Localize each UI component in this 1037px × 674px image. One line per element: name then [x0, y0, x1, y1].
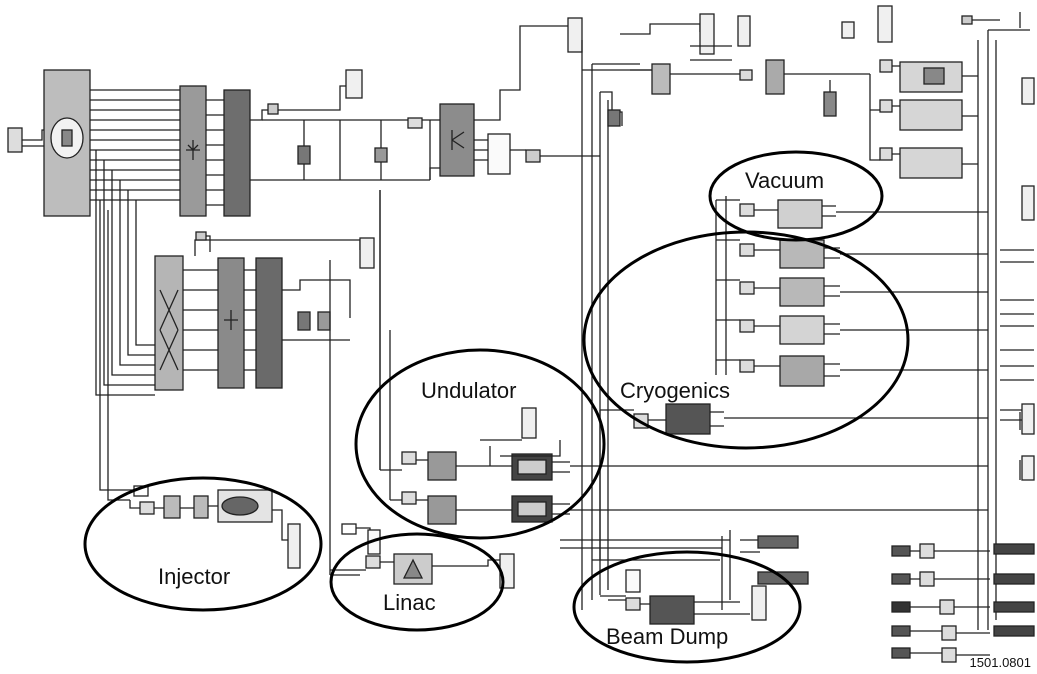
- injector-block: [130, 486, 300, 568]
- load-rows-vacuum-cryo: [716, 186, 1034, 420]
- load-rows-top: [870, 60, 978, 178]
- figure-id: 1501.0801: [970, 655, 1031, 670]
- injector-label: Injector: [158, 564, 230, 589]
- control-signal-rows: [892, 404, 1034, 662]
- vacuum-label: Vacuum: [745, 168, 824, 193]
- rectifier-group-upper: [180, 70, 430, 216]
- rectifier-group-lower: [155, 232, 374, 390]
- cryogenics-label: Cryogenics: [620, 378, 730, 403]
- central-inverter-block: [408, 18, 600, 180]
- beam-dump-block: [608, 530, 808, 624]
- beam-dump-label: Beam Dump: [606, 624, 728, 649]
- cryogenics-region-outline: [584, 232, 908, 448]
- linac-label: Linac: [383, 590, 436, 615]
- main-transformer-block: [44, 70, 90, 216]
- undulator-label: Undulator: [421, 378, 516, 403]
